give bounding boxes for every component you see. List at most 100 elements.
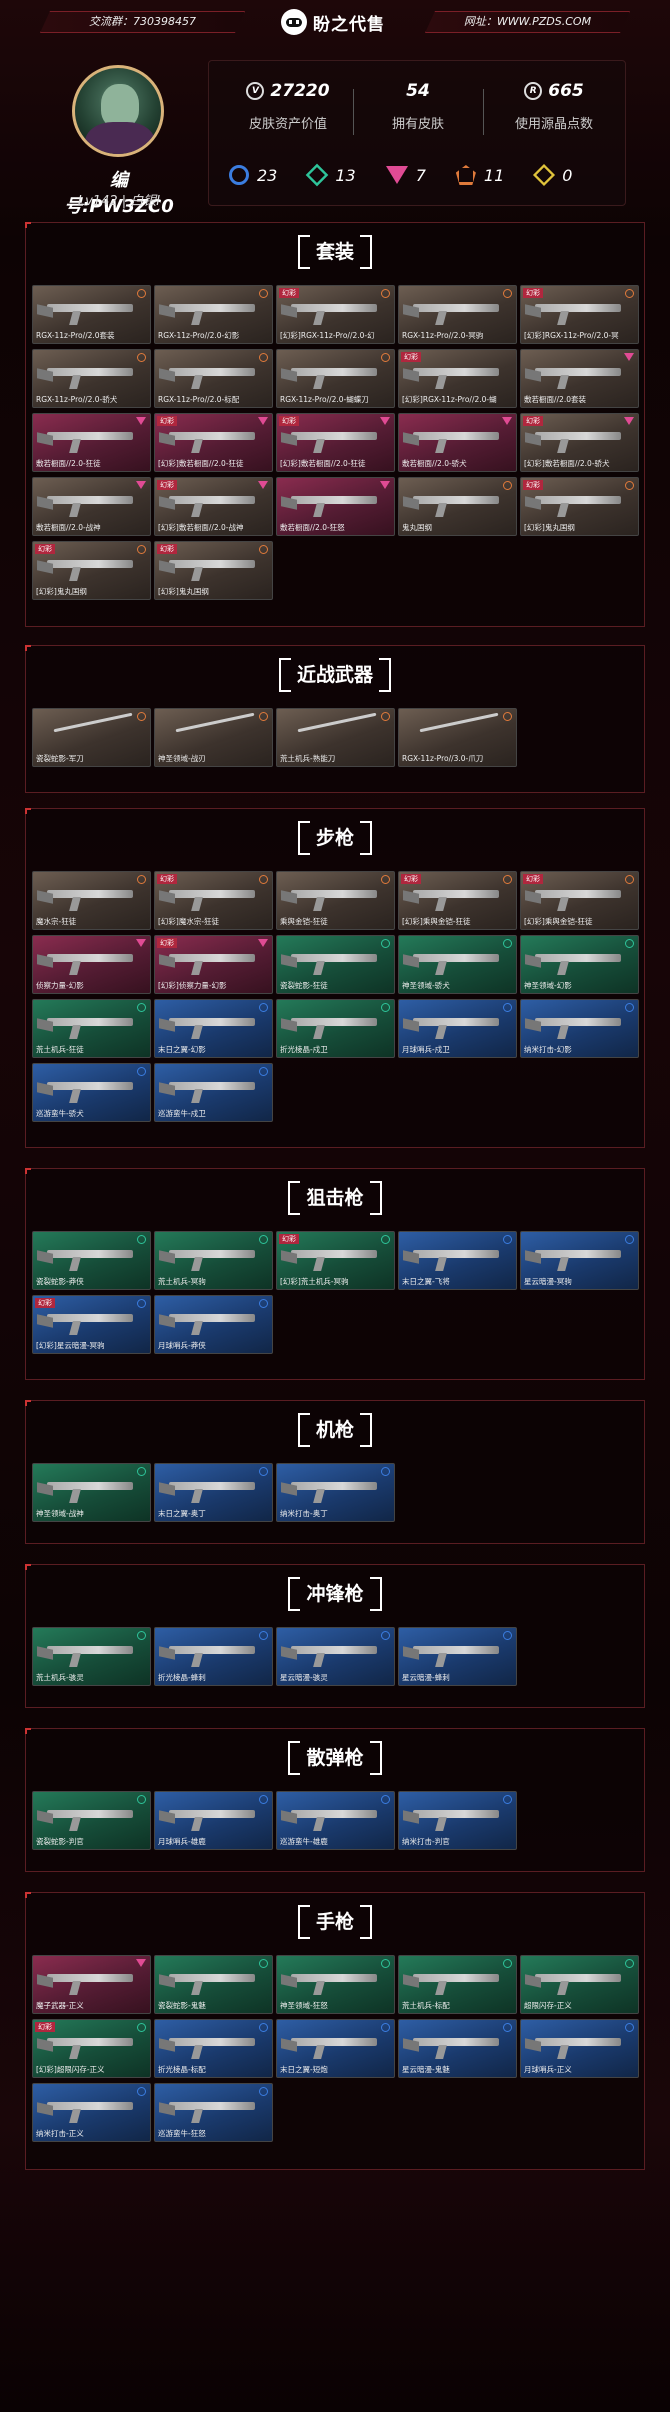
skin-card[interactable]: 荒土机兵-骇灵 <box>32 1627 151 1686</box>
tier-icon <box>259 353 268 362</box>
tier-icon <box>136 939 146 947</box>
chroma-badge: 幻彩 <box>523 480 543 490</box>
skin-card[interactable]: 纳米打击-正义 <box>32 2083 151 2142</box>
tier-count: 11 <box>483 165 505 185</box>
skin-card[interactable]: 幻彩[幻彩]超限闪存-正义 <box>32 2019 151 2078</box>
skin-card[interactable]: 敷若橱面//2.0-狂徒 <box>32 413 151 472</box>
skin-card[interactable]: 星云暗漫-蜂刺 <box>398 1627 517 1686</box>
skin-card[interactable]: 敷若橱面//2.0-战神 <box>32 477 151 536</box>
skin-card[interactable]: 幻彩[幻彩]敷若橱面//2.0-狂徒 <box>276 413 395 472</box>
skin-card[interactable]: 巡游蛮牛-雄鹿 <box>276 1791 395 1850</box>
gun-image-icon <box>47 2038 133 2046</box>
skin-card[interactable]: 幻彩[幻彩]乘舆金铠-狂徒 <box>398 871 517 930</box>
skin-card[interactable]: 末日之翼-飞将 <box>398 1231 517 1290</box>
skin-card[interactable]: 神圣领域-战刃 <box>154 708 273 767</box>
tier-icon <box>625 289 634 298</box>
skin-card[interactable]: 荒土机兵-狂徒 <box>32 999 151 1058</box>
skin-name: 末日之翼-短炮 <box>280 2065 328 2074</box>
skin-name: 魔水宗-狂徒 <box>36 917 77 926</box>
tier-icon <box>259 545 268 554</box>
skin-card[interactable]: 幻彩[幻彩]RGX-11z-Pro//2.0-蝴 <box>398 349 517 408</box>
skin-card[interactable]: 幻彩[幻彩]RGX-11z-Pro//2.0-幻 <box>276 285 395 344</box>
skin-card[interactable]: RGX-11z-Pro//2.0套装 <box>32 285 151 344</box>
skin-card[interactable]: 幻彩[幻彩]鬼丸国纲 <box>32 541 151 600</box>
skin-card[interactable]: 敷若橱面//2.0-狂怒 <box>276 477 395 536</box>
gun-image-icon <box>413 496 499 504</box>
skin-card[interactable]: RGX-11z-Pro//2.0-骄犬 <box>32 349 151 408</box>
skin-card[interactable]: 月球哨兵-正义 <box>520 2019 639 2078</box>
skin-card[interactable]: 幻彩[幻彩]敷若橱面//2.0-狂徒 <box>154 413 273 472</box>
skin-card[interactable]: 幻彩[幻彩]荒土机兵-冥驹 <box>276 1231 395 1290</box>
section-title: 手枪 <box>26 1905 644 1939</box>
skin-card[interactable]: 纳米打击-幻影 <box>520 999 639 1058</box>
skin-card[interactable]: 侦察力量-幻影 <box>32 935 151 994</box>
skin-name: 星云暗漫-骇灵 <box>280 1673 328 1682</box>
skin-card[interactable]: 折光棱晶-蜂刺 <box>154 1627 273 1686</box>
skin-card[interactable]: 敷若橱面//2.0套装 <box>520 349 639 408</box>
skin-card[interactable]: 荒土机兵-标配 <box>398 1955 517 2014</box>
skin-card[interactable]: 星云暗漫-鬼魅 <box>398 2019 517 2078</box>
skin-card[interactable]: 纳米打击-判官 <box>398 1791 517 1850</box>
gun-image-icon <box>535 1018 621 1026</box>
gun-image-icon <box>413 954 499 962</box>
skin-card[interactable]: 星云暗漫-骇灵 <box>276 1627 395 1686</box>
skin-name: 瓷裂蛇影-狂徒 <box>280 981 328 990</box>
skin-card[interactable]: 魔子武器-正义 <box>32 1955 151 2014</box>
skin-card[interactable]: 星云暗漫-冥驹 <box>520 1231 639 1290</box>
skin-card[interactable]: 幻彩[幻彩]RGX-11z-Pro//2.0-冥 <box>520 285 639 344</box>
skin-card[interactable]: 月球哨兵-雄鹿 <box>154 1791 273 1850</box>
skin-card[interactable]: 幻彩[幻彩]鬼丸国纲 <box>520 477 639 536</box>
skin-card[interactable]: 幻彩[幻彩]敷若橱面//2.0-骄犬 <box>520 413 639 472</box>
skin-card[interactable]: 瓷裂蛇影-莽侠 <box>32 1231 151 1290</box>
skin-card[interactable]: 神圣领域-幻影 <box>520 935 639 994</box>
skin-card[interactable]: 幻彩[幻彩]星云暗漫-冥驹 <box>32 1295 151 1354</box>
skin-card[interactable]: 末日之翼-短炮 <box>276 2019 395 2078</box>
skin-card[interactable]: 超限闪存-正义 <box>520 1955 639 2014</box>
skin-name: 荒土机兵-狂徒 <box>36 1045 84 1054</box>
skin-card[interactable]: 巡游蛮牛-狂怒 <box>154 2083 273 2142</box>
skin-card[interactable]: 敷若橱面//2.0-骄犬 <box>398 413 517 472</box>
skin-card[interactable]: 乘舆金铠-狂徒 <box>276 871 395 930</box>
skin-name: 末日之翼-奥丁 <box>158 1509 206 1518</box>
skin-card[interactable]: RGX-11z-Pro//2.0-幻影 <box>154 285 273 344</box>
skin-card[interactable]: 幻彩[幻彩]鬼丸国纲 <box>154 541 273 600</box>
skin-card[interactable]: 荒土机兵-熟能刀 <box>276 708 395 767</box>
skin-card[interactable]: 鬼丸国纲 <box>398 477 517 536</box>
tier-icon <box>381 1003 390 1012</box>
tier-icon <box>258 481 268 489</box>
skin-card[interactable]: 纳米打击-奥丁 <box>276 1463 395 1522</box>
gun-image-icon <box>169 1482 255 1490</box>
skin-card[interactable]: RGX-11z-Pro//2.0-标配 <box>154 349 273 408</box>
skin-card[interactable]: RGX-11z-Pro//2.0-冥驹 <box>398 285 517 344</box>
tier-icon <box>259 1235 268 1244</box>
skin-card[interactable]: 魔水宗-狂徒 <box>32 871 151 930</box>
skin-card[interactable]: 折光棱晶-标配 <box>154 2019 273 2078</box>
skin-card[interactable]: 折光棱晶-戍卫 <box>276 999 395 1058</box>
skin-card[interactable]: 瓷裂蛇影-鬼魅 <box>154 1955 273 2014</box>
skin-name: RGX-11z-Pro//3.0-爪刀 <box>402 754 484 763</box>
skin-card[interactable]: 末日之翼-奥丁 <box>154 1463 273 1522</box>
skin-card[interactable]: 瓷裂蛇影-狂徒 <box>276 935 395 994</box>
skin-card[interactable]: 月球哨兵-莽侠 <box>154 1295 273 1354</box>
skin-card[interactable]: 巡游蛮牛-戍卫 <box>154 1063 273 1122</box>
gun-image-icon <box>169 1018 255 1026</box>
skin-card[interactable]: 神圣领域-骄犬 <box>398 935 517 994</box>
skin-card[interactable]: 神圣领域-狂怒 <box>276 1955 395 2014</box>
blade-image-icon <box>53 712 133 733</box>
skin-card[interactable]: 幻彩[幻彩]侦察力量-幻影 <box>154 935 273 994</box>
skin-card[interactable]: 月球哨兵-戍卫 <box>398 999 517 1058</box>
skin-card[interactable]: 瓷裂蛇影-判官 <box>32 1791 151 1850</box>
chroma-badge: 幻彩 <box>279 288 299 298</box>
skin-card[interactable]: 末日之翼-幻影 <box>154 999 273 1058</box>
skin-card[interactable]: 瓷裂蛇影-军刀 <box>32 708 151 767</box>
skin-name: RGX-11z-Pro//2.0套装 <box>36 331 115 340</box>
skin-card[interactable]: RGX-11z-Pro//3.0-爪刀 <box>398 708 517 767</box>
skin-card[interactable]: 神圣领域-战神 <box>32 1463 151 1522</box>
skin-card[interactable]: 荒土机兵-冥驹 <box>154 1231 273 1290</box>
skin-card[interactable]: RGX-11z-Pro//2.0-蝴蝶刀 <box>276 349 395 408</box>
skin-card[interactable]: 幻彩[幻彩]乘舆金铠-狂徒 <box>520 871 639 930</box>
skin-card[interactable]: 幻彩[幻彩]敷若橱面//2.0-战神 <box>154 477 273 536</box>
skin-card[interactable]: 幻彩[幻彩]魔水宗-狂徒 <box>154 871 273 930</box>
skin-card[interactable]: 巡游蛮牛-骄犬 <box>32 1063 151 1122</box>
